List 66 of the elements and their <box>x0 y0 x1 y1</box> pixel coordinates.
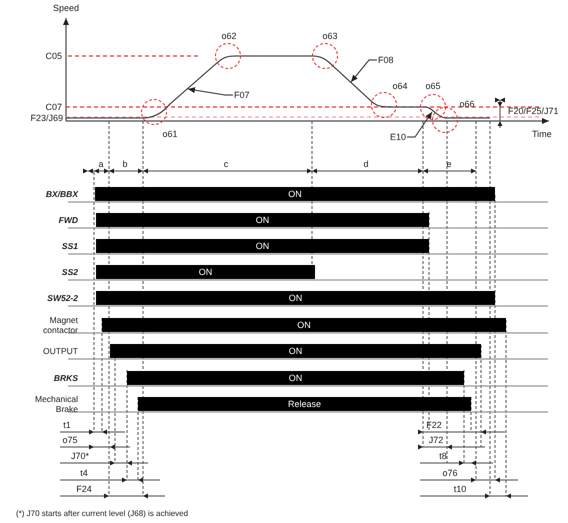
time-label: t8 <box>439 451 447 461</box>
highlight-circle <box>312 43 338 69</box>
signal-name: Magnet contactor <box>42 315 78 335</box>
signal-bar <box>102 318 506 332</box>
signal-bar <box>96 213 429 227</box>
state-text: ON <box>288 345 304 358</box>
highlight-circle <box>141 99 167 125</box>
leader-line <box>406 112 432 138</box>
interval-label: d <box>364 159 368 169</box>
signal-name: OUTPUT <box>42 346 78 356</box>
circle-label: o64 <box>392 81 408 91</box>
time-label: t4 <box>80 468 88 478</box>
interval-label: c <box>224 159 228 169</box>
signal-name: BRKS <box>52 373 78 383</box>
state-text: ON <box>287 188 303 201</box>
level-label: F23/J69 <box>30 113 63 123</box>
time-label: J72 <box>428 435 444 445</box>
circle-label: o62 <box>221 31 237 41</box>
signal-bar <box>138 397 471 411</box>
signal-name: Mechanical Brake <box>34 394 78 414</box>
interval-label: b <box>122 159 128 169</box>
state-text: ON <box>254 214 270 227</box>
signal-bar <box>127 371 464 385</box>
axis-title: Speed <box>52 3 80 13</box>
circle-label: o61 <box>162 129 178 139</box>
interval-label: e <box>446 159 452 169</box>
highlight-circle <box>215 43 241 69</box>
time-label: J70* <box>71 451 89 461</box>
interval-label: a <box>98 159 104 169</box>
time-label: F22 <box>426 420 442 430</box>
level-label: C07 <box>45 102 62 112</box>
leader-line <box>188 87 234 96</box>
signal-bar <box>110 344 481 358</box>
axis-title: Time <box>532 129 552 139</box>
parameter-label: F07 <box>234 90 250 100</box>
time-label: o76 <box>442 468 458 478</box>
state-text: ON <box>254 240 270 253</box>
highlight-circle <box>432 107 458 133</box>
time-label: t1 <box>63 420 71 430</box>
circle-label: o65 <box>425 81 441 91</box>
leader-line <box>350 60 378 82</box>
signal-bar <box>95 187 495 201</box>
signal-name: FWD <box>58 215 78 225</box>
level-label: F20/F25/J71 <box>508 106 559 116</box>
circle-label: o66 <box>459 99 475 109</box>
circle-label: o63 <box>322 31 338 41</box>
time-label: t10 <box>454 484 466 494</box>
signal-bar <box>96 265 315 279</box>
signal-name: SW52-2 <box>46 293 78 303</box>
state-text: ON <box>296 319 312 332</box>
footnote: (*) J70 starts after current level (J68) is achieved <box>16 509 188 519</box>
signal-bar <box>96 291 495 305</box>
level-label: C05 <box>45 51 62 61</box>
signal-bar <box>96 239 429 253</box>
state-text: ON <box>288 372 304 385</box>
state-text: Release <box>286 398 322 411</box>
parameter-label: E10 <box>390 132 406 142</box>
state-text: ON <box>198 266 214 279</box>
speed-curve <box>66 55 490 119</box>
time-label: o75 <box>62 435 78 445</box>
parameter-label: F08 <box>378 55 394 65</box>
time-label: F24 <box>76 484 92 494</box>
signal-name: SS2 <box>60 267 78 277</box>
signal-name: BX/BBX <box>44 189 78 199</box>
signal-name: SS1 <box>60 241 78 251</box>
state-text: ON <box>288 292 304 305</box>
